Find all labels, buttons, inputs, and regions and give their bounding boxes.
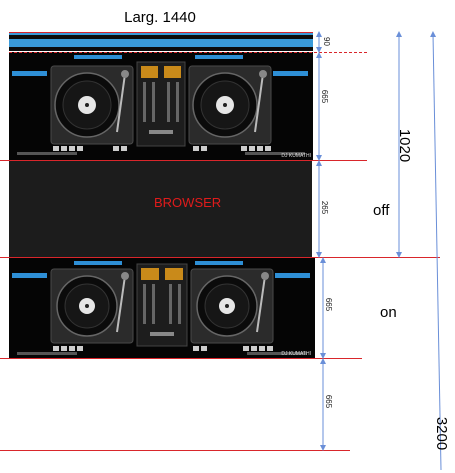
width-label: Larg. 1440	[124, 9, 196, 26]
guide-line-empty-bottom	[0, 450, 350, 451]
guide-line-browser-bottom	[0, 257, 440, 258]
dj-deck-on-panel: DJ KUMATHI	[9, 258, 315, 358]
dim-label-deck-on: 665	[324, 297, 334, 312]
top-bar-panel	[9, 32, 313, 51]
state-label-on: on	[380, 304, 397, 321]
guide-line-top	[9, 32, 313, 33]
total-label-on: 3200	[433, 416, 451, 451]
dj-deck-off-panel: DJ KUMATHI	[9, 52, 313, 160]
dim-label-browser: 265	[320, 200, 330, 215]
dim-label-top-bar: 90	[321, 37, 331, 46]
state-label-off: off	[373, 202, 390, 219]
logo-text-on: DJ KUMATHI	[281, 351, 311, 357]
dim-label-empty: 665	[324, 394, 334, 409]
dj-deck-on-artwork	[9, 258, 315, 358]
dj-deck-off-artwork	[9, 52, 313, 160]
total-label-off: 1020	[396, 128, 414, 163]
guide-line-topbar-dashed	[9, 52, 367, 53]
guide-line-deck-off-bottom	[0, 160, 367, 161]
browser-panel: BROWSER	[9, 161, 312, 257]
dim-label-deck-off: 665	[320, 89, 330, 104]
logo-text-off: DJ KUMATHI	[281, 153, 311, 159]
browser-label: BROWSER	[154, 195, 222, 210]
guide-line-deck-on-bottom	[0, 358, 362, 359]
